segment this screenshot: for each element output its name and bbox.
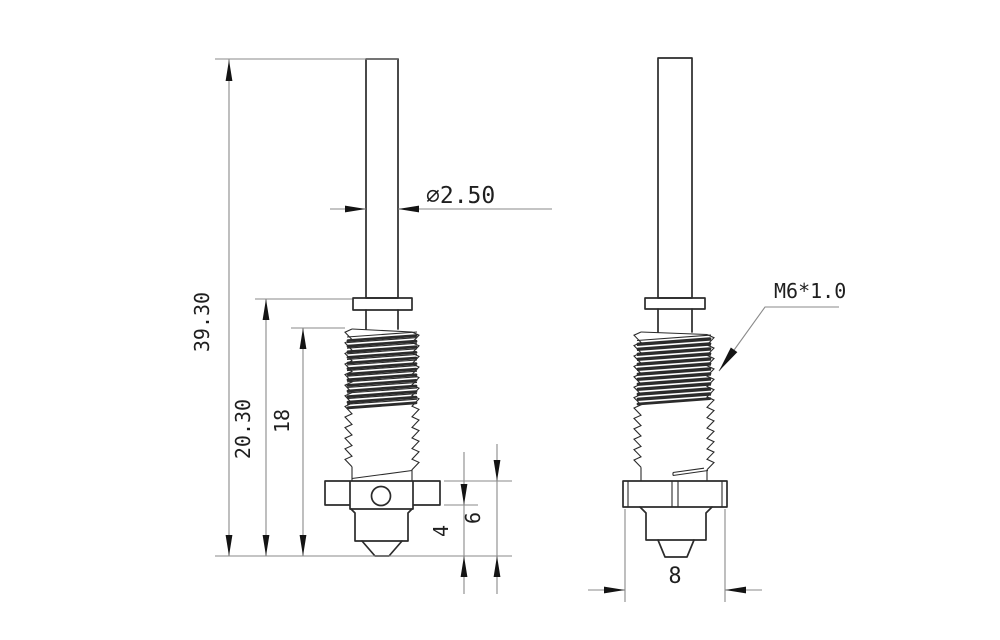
front-neck	[365, 309, 399, 330]
arrow-tip-top	[460, 484, 468, 505]
front-flange-hole	[370, 485, 392, 507]
label-flange-width: 8	[668, 564, 681, 589]
side-thread-top-edge	[640, 331, 708, 336]
front-thread-root-shading	[346, 334, 418, 410]
side-flange-outline	[622, 480, 728, 508]
front-view	[324, 58, 441, 557]
front-thread-crest-lines	[346, 331, 418, 405]
leader-thread-spec	[718, 306, 839, 372]
side-lower-body	[639, 506, 713, 541]
side-thread-root-shading	[636, 337, 712, 406]
side-thread	[633, 331, 715, 481]
side-neck	[657, 308, 693, 333]
front-rod	[365, 58, 399, 299]
label-rod-diameter: ⌀2.50	[426, 183, 495, 209]
dimension-arrows	[225, 60, 746, 594]
side-thread-crest-lines	[636, 334, 712, 402]
side-tip-cone	[657, 539, 695, 558]
arrow-thread-bottom	[299, 535, 307, 556]
label-thread-length: 18	[270, 409, 294, 433]
arrow-diameter-left	[345, 205, 366, 213]
front-thread-top-edge	[351, 328, 413, 333]
arrow-upper-top	[262, 299, 270, 320]
side-flange-facets	[627, 481, 723, 507]
label-total-height: 39.30	[190, 292, 214, 352]
side-thread-runout	[640, 467, 709, 481]
ext-lines-flange-width	[624, 509, 726, 602]
side-rod	[657, 57, 693, 299]
front-lower-body	[350, 508, 413, 542]
side-flange	[622, 480, 728, 508]
front-tip	[350, 508, 413, 557]
label-tip-height: 4	[429, 525, 453, 537]
dimension-lines	[215, 58, 839, 602]
label-flange-tip-height: 6	[461, 512, 485, 524]
label-upper-length: 20.30	[231, 399, 255, 459]
arrow-thread-top	[299, 328, 307, 349]
arrow-upper-bottom	[262, 535, 270, 556]
side-thread-right-edge	[706, 333, 715, 471]
dimension-labels: 39.30 20.30 18 ⌀2.50 4 6 8 M6*1.0	[190, 183, 846, 589]
arrow-total-top	[225, 60, 233, 81]
arrow-tip-bottom	[460, 556, 468, 577]
arrow-width-left	[604, 586, 625, 594]
front-flange-outline	[324, 480, 441, 510]
front-thread	[344, 328, 420, 481]
front-collar	[352, 297, 413, 311]
front-tip-cone	[361, 540, 403, 557]
side-collar	[644, 297, 706, 310]
arrow-flangetip-top	[493, 460, 501, 481]
arrow-thread-spec-leader	[719, 347, 738, 371]
arrow-flangetip-bottom	[493, 556, 501, 577]
arrow-diameter-right	[398, 205, 419, 213]
label-thread-spec: M6*1.0	[774, 279, 846, 303]
front-flange	[324, 480, 441, 510]
arrow-width-right	[725, 586, 746, 594]
arrow-total-bottom	[225, 535, 233, 556]
side-view	[622, 57, 728, 558]
front-thread-runout	[351, 466, 413, 481]
side-tip	[639, 506, 713, 558]
